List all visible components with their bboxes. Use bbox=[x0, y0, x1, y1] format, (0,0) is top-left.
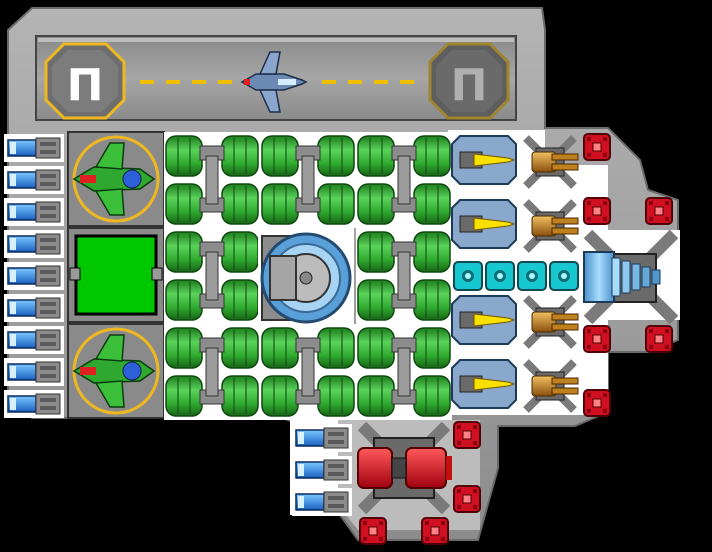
fuel-tank[interactable] bbox=[356, 324, 452, 420]
cannon-turret[interactable] bbox=[523, 359, 579, 413]
thruster-bottom[interactable] bbox=[292, 456, 352, 484]
thruster-left[interactable] bbox=[4, 326, 64, 354]
laser-turret[interactable] bbox=[451, 295, 517, 345]
reactor-core[interactable] bbox=[258, 228, 354, 324]
thruster-column-left bbox=[4, 134, 64, 418]
fighter-bay-bottom[interactable] bbox=[67, 323, 165, 419]
laser-turret-column bbox=[451, 135, 517, 409]
mine-icon[interactable] bbox=[453, 485, 481, 513]
mine-icon[interactable] bbox=[453, 421, 481, 449]
mine-group bbox=[359, 133, 673, 545]
pad-symbol-left: Π bbox=[67, 60, 104, 111]
shield-cell[interactable] bbox=[485, 261, 515, 291]
main-engine[interactable] bbox=[583, 229, 679, 325]
heavy-cannon[interactable] bbox=[357, 421, 452, 515]
mine-icon[interactable] bbox=[421, 517, 449, 545]
shield-cell[interactable] bbox=[517, 261, 547, 291]
thruster-left[interactable] bbox=[4, 230, 64, 258]
thruster-left[interactable] bbox=[4, 390, 64, 418]
green-fighter-icon bbox=[72, 334, 156, 408]
landing-pad-right[interactable]: Π bbox=[428, 42, 510, 120]
shield-cell-row bbox=[453, 261, 579, 291]
hangar-bay: Π Π bbox=[35, 35, 517, 121]
cannon-turret[interactable] bbox=[523, 199, 579, 253]
laser-turret[interactable] bbox=[451, 199, 517, 249]
thruster-left[interactable] bbox=[4, 262, 64, 290]
thruster-left[interactable] bbox=[4, 134, 64, 162]
cannon-turret[interactable] bbox=[523, 295, 579, 349]
fuel-tank[interactable] bbox=[260, 132, 356, 228]
mine-icon[interactable] bbox=[645, 197, 673, 225]
fuel-tank[interactable] bbox=[164, 228, 260, 324]
thruster-left[interactable] bbox=[4, 166, 64, 194]
cannon-turret-column bbox=[523, 135, 579, 413]
mine-icon[interactable] bbox=[583, 133, 611, 161]
runway-centerline bbox=[140, 80, 414, 84]
mine-icon[interactable] bbox=[359, 517, 387, 545]
thruster-left[interactable] bbox=[4, 358, 64, 386]
thruster-column-bottom bbox=[292, 424, 352, 516]
green-fighter-icon bbox=[72, 142, 156, 216]
landing-pad-left[interactable]: Π bbox=[44, 42, 126, 120]
shield-cell[interactable] bbox=[453, 261, 483, 291]
fuel-tank[interactable] bbox=[356, 228, 452, 324]
shield-cell[interactable] bbox=[549, 261, 579, 291]
mine-icon[interactable] bbox=[583, 389, 611, 417]
cannon-turret[interactable] bbox=[523, 135, 579, 189]
mine-icon[interactable] bbox=[583, 197, 611, 225]
fighter-ship-icon[interactable] bbox=[240, 51, 308, 113]
thruster-bottom[interactable] bbox=[292, 424, 352, 452]
mine-icon[interactable] bbox=[583, 325, 611, 353]
thruster-left[interactable] bbox=[4, 294, 64, 322]
mine-icon[interactable] bbox=[645, 325, 673, 353]
fuel-tank[interactable] bbox=[164, 324, 260, 420]
laser-turret[interactable] bbox=[451, 135, 517, 185]
fuel-tank-grid bbox=[164, 132, 452, 420]
laser-turret[interactable] bbox=[451, 359, 517, 409]
thruster-bottom[interactable] bbox=[292, 488, 352, 516]
fighter-bay-top[interactable] bbox=[67, 131, 165, 227]
pad-symbol-right: Π bbox=[451, 60, 488, 111]
thruster-left[interactable] bbox=[4, 198, 64, 226]
cargo-bay[interactable] bbox=[67, 227, 165, 323]
fuel-tank[interactable] bbox=[164, 132, 260, 228]
fuel-tank[interactable] bbox=[260, 324, 356, 420]
fuel-tank[interactable] bbox=[356, 132, 452, 228]
